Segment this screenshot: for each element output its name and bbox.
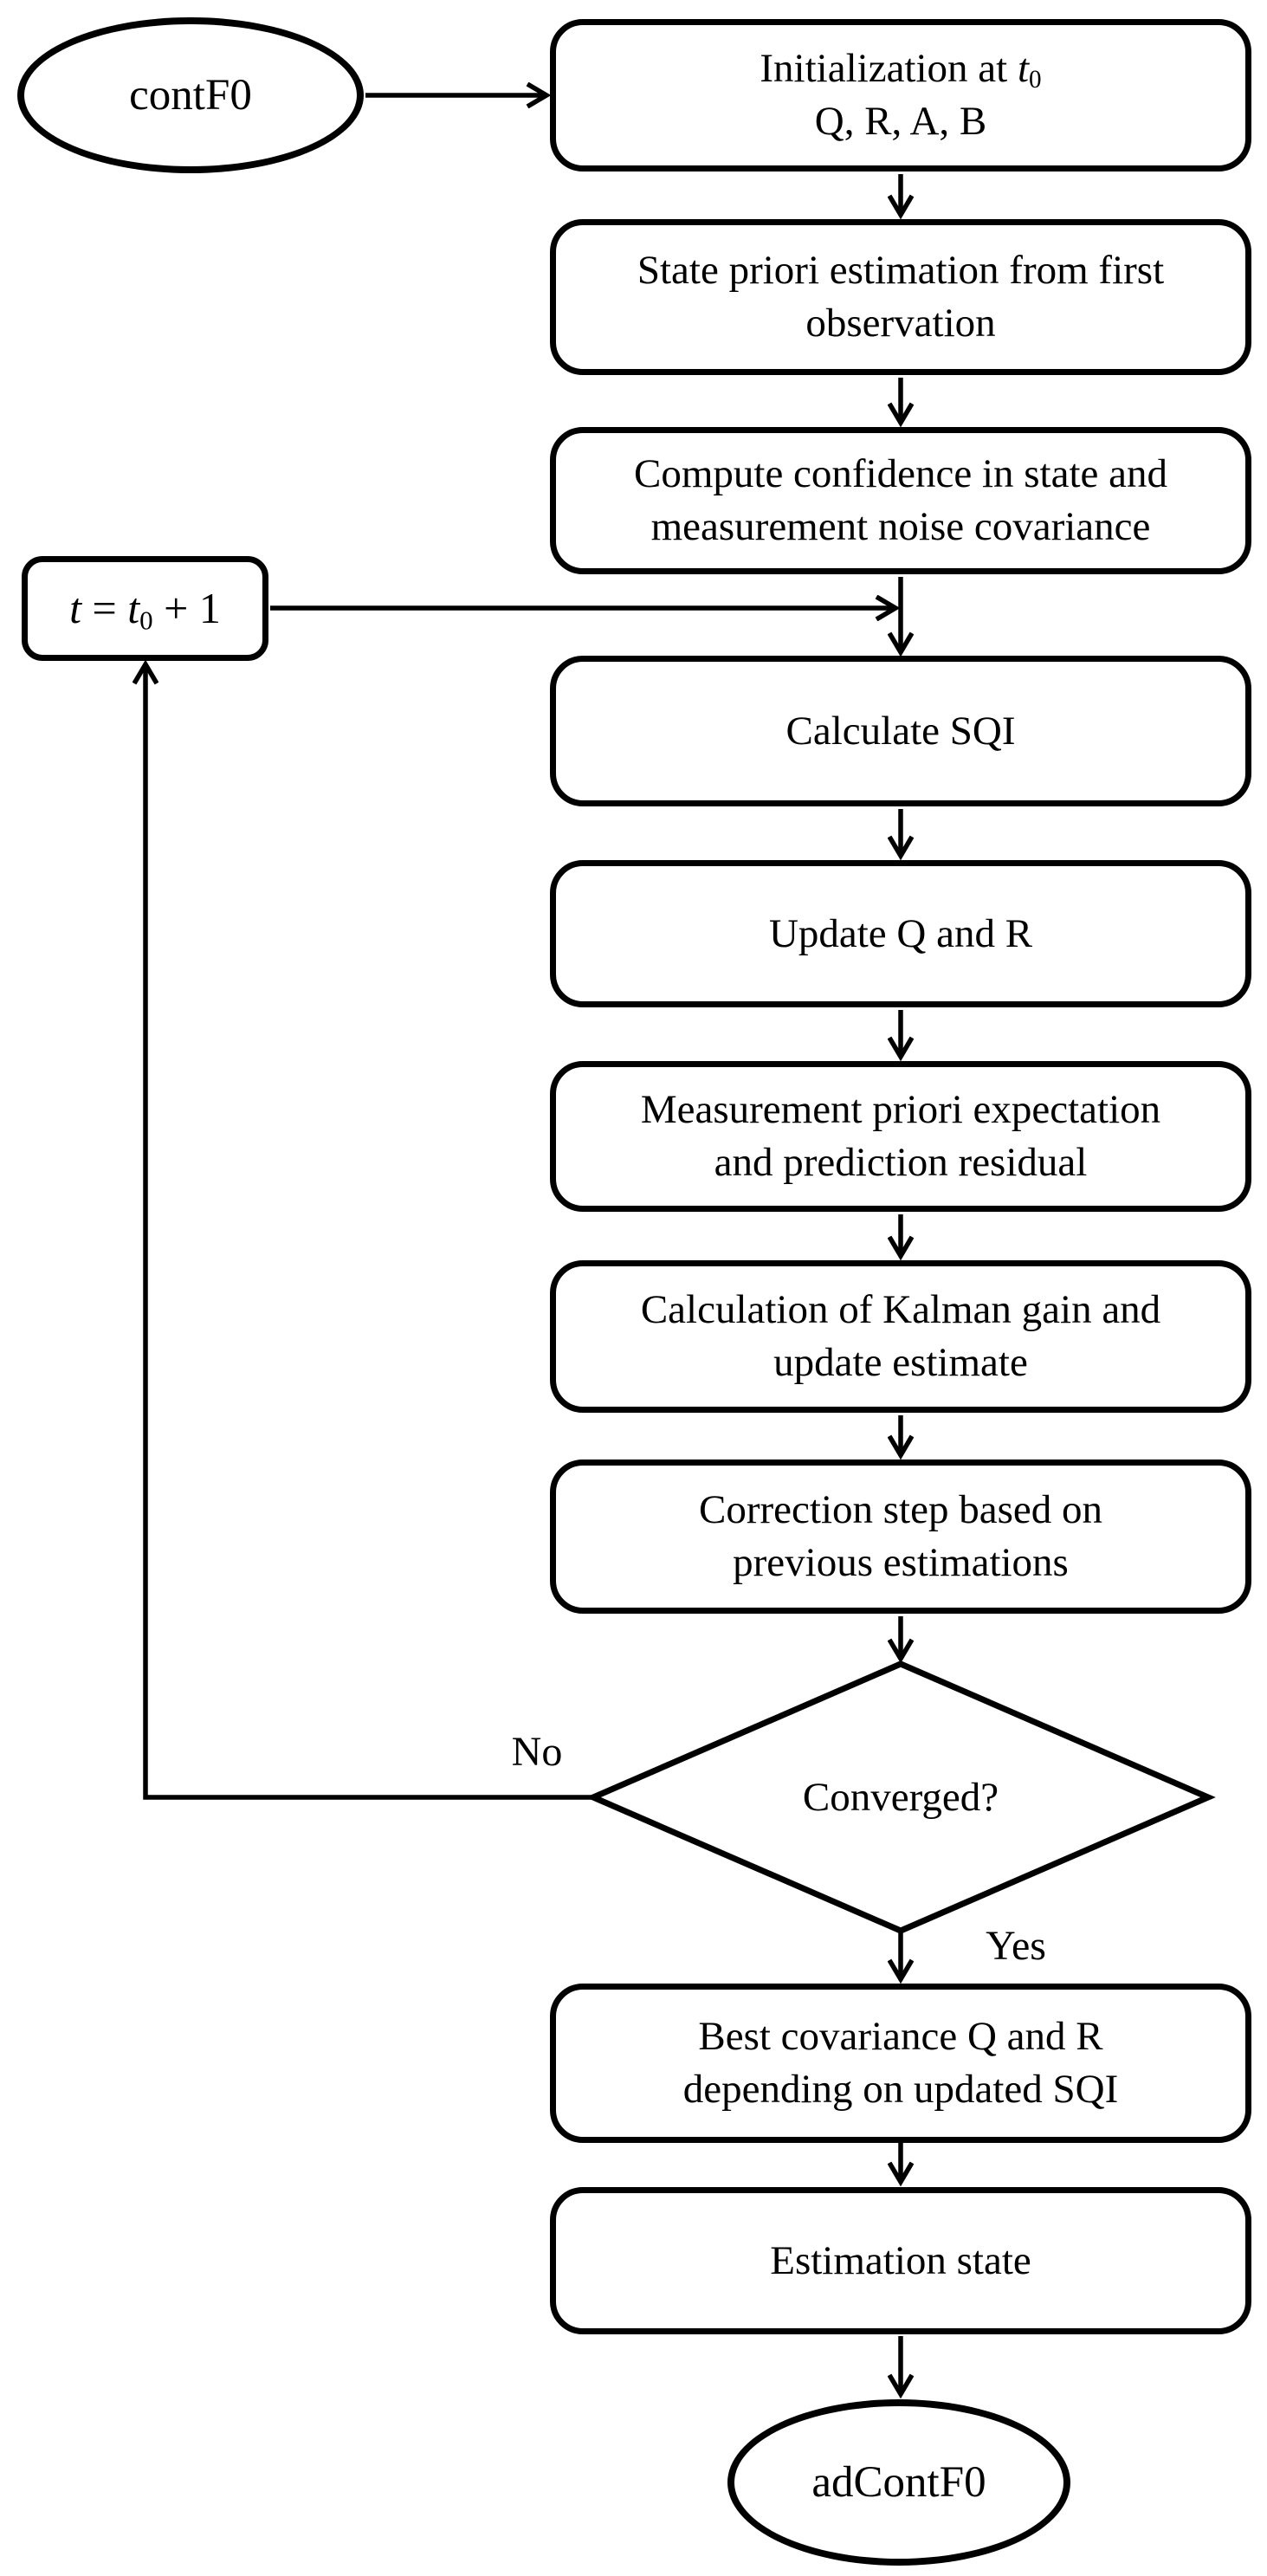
process-box-calculate-sqi: Calculate SQI: [550, 656, 1251, 806]
end-terminal: adContF0: [727, 2399, 1070, 2566]
process-box-compute-confidence: Compute confidence in state and measurem…: [550, 427, 1251, 574]
process-box-best-covariance: Best covariance Q and R depending on upd…: [550, 1984, 1251, 2143]
process-box-state-priori: State priori estimation from first obser…: [550, 219, 1251, 375]
calculate-sqi-label: Calculate SQI: [785, 708, 1016, 754]
edge-label-no: No: [511, 1729, 563, 1775]
process-box-update-qr: Update Q and R: [550, 860, 1251, 1007]
update-qr-label: Update Q and R: [768, 910, 1033, 956]
edge-label-yes: Yes: [986, 1923, 1046, 1969]
process-box-correction-step: Correction step based on previous estima…: [550, 1460, 1251, 1614]
loop-increment-expression: t = t0 + 1: [69, 584, 221, 636]
arrow-decision-no-feedback-to-loop-box: [145, 664, 593, 1800]
kalman-gain-line2: update estimate: [773, 1340, 1028, 1385]
best-covariance-line2: depending on updated SQI: [682, 2067, 1119, 2112]
end-label: adContF0: [811, 2457, 986, 2507]
decision-diamond: [585, 1660, 1216, 1934]
correction-step-line1: Correction step based on: [699, 1487, 1102, 1532]
start-terminal: contF0: [17, 17, 364, 173]
compute-confidence-line1: Compute confidence in state and: [633, 451, 1168, 496]
state-priori-line1: State priori estimation from first: [637, 248, 1165, 293]
process-box-initialization: Initialization at t0 Q, R, A, B: [550, 19, 1251, 172]
measurement-priori-line1: Measurement priori expectation: [640, 1087, 1161, 1132]
process-box-kalman-gain: Calculation of Kalman gain and update es…: [550, 1260, 1251, 1413]
kalman-gain-line1: Calculation of Kalman gain and: [640, 1287, 1161, 1332]
initialization-line1: Initialization at t0: [760, 46, 1042, 94]
process-box-measurement-priori: Measurement priori expectation and predi…: [550, 1061, 1251, 1212]
best-covariance-line1: Best covariance Q and R: [698, 2014, 1103, 2059]
correction-step-line2: previous estimations: [733, 1540, 1069, 1585]
decision-label: Converged?: [802, 1775, 999, 1820]
measurement-priori-line2: and prediction residual: [714, 1140, 1088, 1185]
initialization-line2: Q, R, A, B: [814, 99, 987, 144]
process-box-estimation-state: Estimation state: [550, 2187, 1251, 2334]
estimation-state-label: Estimation state: [770, 2237, 1031, 2283]
state-priori-line2: observation: [805, 301, 996, 346]
start-label: contF0: [129, 70, 252, 120]
loop-increment-box: t = t0 + 1: [22, 556, 268, 661]
compute-confidence-line2: measurement noise covariance: [650, 504, 1151, 549]
